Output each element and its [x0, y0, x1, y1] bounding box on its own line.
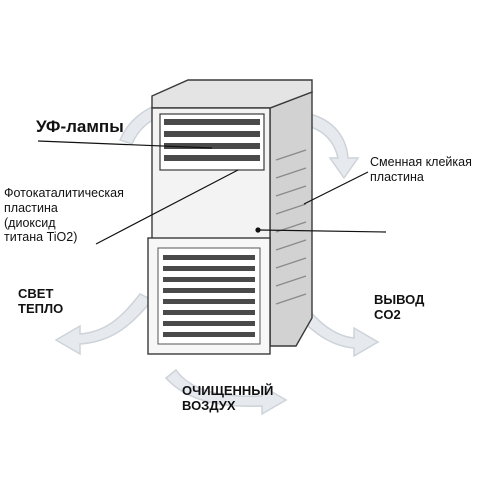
- leader-line-center: [259, 229, 387, 233]
- leader-dot: [255, 227, 261, 233]
- leader-line-sticky-plate: [303, 171, 369, 205]
- label-light-heat: СВЕТ ТЕПЛО: [18, 286, 64, 317]
- leader-lines: [37, 140, 387, 245]
- airflow-arrow-right: [291, 298, 380, 358]
- airflow-arrow-bottom: [164, 368, 288, 416]
- airflow-arrow-top-right: [299, 111, 360, 180]
- label-uv-lamps: УФ-лампы: [36, 117, 124, 136]
- label-clean-air: ОЧИЩЕННЫЙ ВОЗДУХ: [182, 383, 274, 414]
- leader-line-photocatalytic: [95, 169, 239, 245]
- airflow-arrow-left: [54, 293, 154, 356]
- front-air-grille: [147, 237, 271, 355]
- label-co2-output: ВЫВОД CO2: [374, 292, 425, 323]
- uv-lamp-grille: [159, 113, 265, 171]
- label-sticky-plate: Сменная клейкая пластина: [370, 155, 472, 184]
- leader-line-uv: [37, 140, 213, 149]
- label-photocatalytic-plate: Фотокаталитическая пластина (диоксид тит…: [4, 186, 124, 245]
- cabinet-side-panel: [269, 90, 313, 347]
